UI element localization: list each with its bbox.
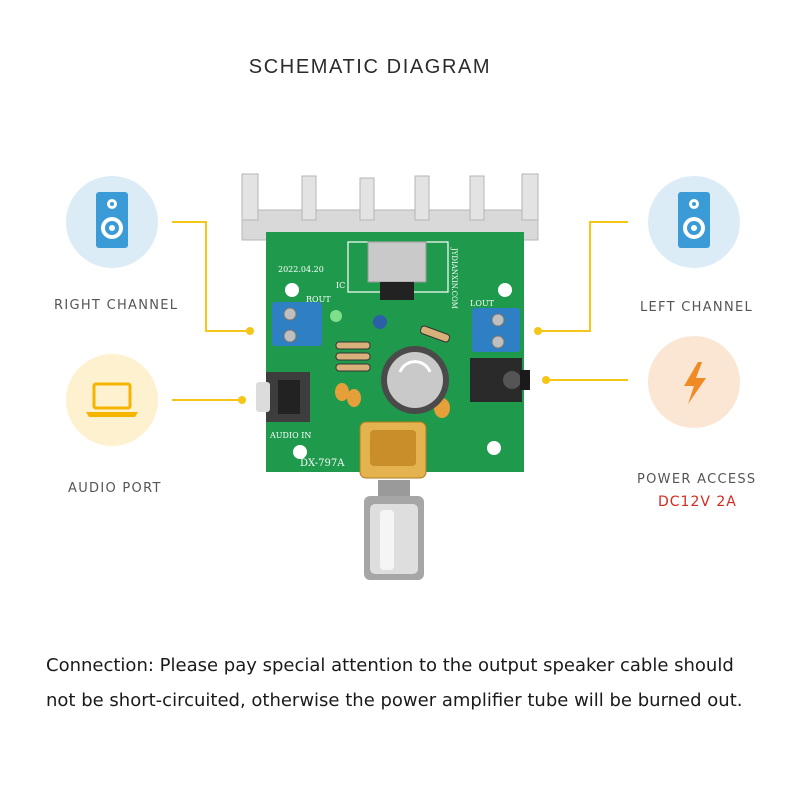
audio-port-label: AUDIO PORT — [68, 481, 162, 496]
board-lout: LOUT — [470, 299, 495, 308]
power-spec-label: DC12V 2A — [658, 494, 737, 510]
right-channel-badge — [66, 176, 158, 268]
board-ic: IC — [336, 281, 345, 290]
board-audio-in: AUDIO IN — [269, 431, 311, 440]
power-access-badge — [648, 336, 740, 428]
board-brand: JYDIANXIN.COM — [450, 247, 458, 309]
dc-power-jack — [470, 358, 530, 402]
audio-port-badge — [66, 354, 158, 446]
electrolytic-capacitor — [381, 346, 449, 414]
board-date: 2022.04.20 — [278, 265, 324, 274]
audio-jack — [256, 372, 310, 422]
lightning-icon — [684, 362, 706, 404]
page-title: SCHEMATIC DIAGRAM — [248, 56, 492, 78]
resistors — [335, 341, 371, 372]
speaker-icon — [96, 192, 128, 248]
power-access-label: POWER ACCESS — [637, 472, 757, 487]
connection-note: Connection: Please pay special attention… — [46, 655, 743, 711]
board-rout: ROUT — [306, 295, 331, 304]
amplifier-board: 2022.04.20 IC ROUT LOUT AUDIO IN DX-797A… — [241, 173, 539, 580]
volume-knob — [359, 421, 427, 580]
right-channel-label: RIGHT CHANNEL — [54, 298, 179, 313]
speaker-icon — [678, 192, 710, 248]
laptop-icon — [86, 382, 138, 417]
board-model: DX-797A — [300, 458, 345, 469]
left-terminal — [472, 308, 520, 352]
heatsink — [241, 173, 539, 241]
left-channel-badge — [648, 176, 740, 268]
left-channel-label: LEFT CHANNEL — [640, 300, 754, 315]
right-terminal — [272, 302, 322, 346]
